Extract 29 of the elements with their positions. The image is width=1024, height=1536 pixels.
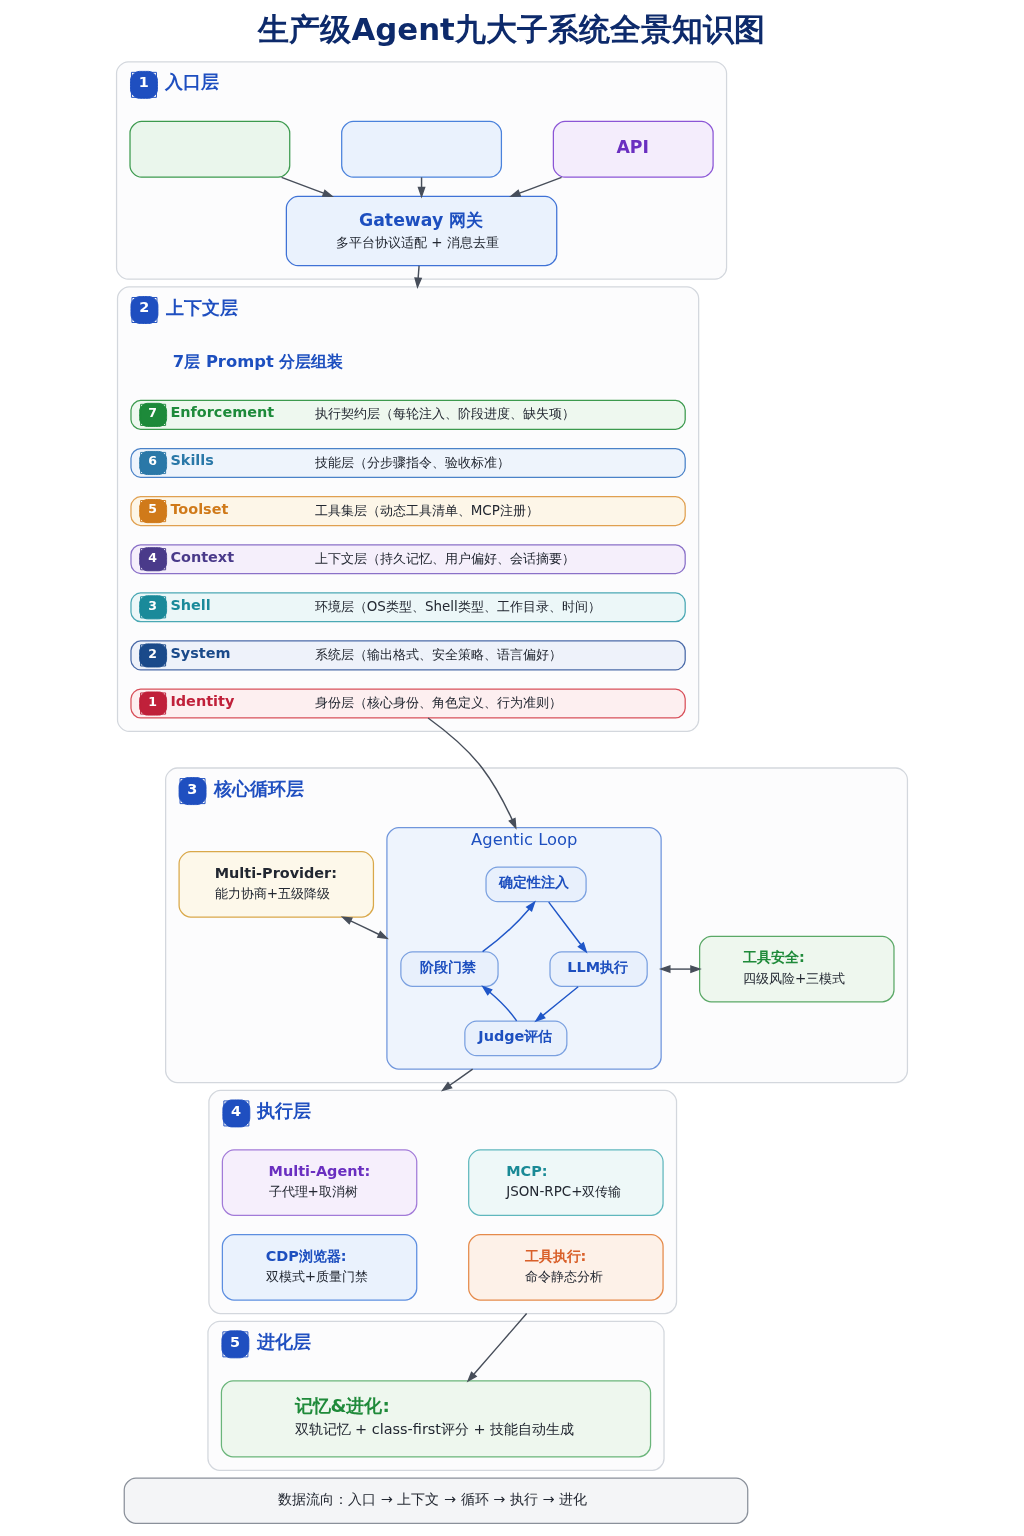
arrow [427, 717, 517, 830]
node-box: Judge评估 [464, 1020, 568, 1057]
arrow [534, 986, 579, 1023]
arrow [658, 965, 702, 974]
node-box [341, 120, 503, 178]
node-box: 数据流向：入口 → 上下文 → 循环 → 执行 → 进化 [123, 1477, 749, 1524]
arrow [280, 176, 334, 198]
node-box: 工具安全: 四级风险+三模式 [699, 935, 895, 1003]
arrow [440, 1068, 474, 1092]
node-box: API [552, 120, 714, 178]
arrow [466, 1312, 528, 1383]
arrow [481, 985, 518, 1022]
arrow [340, 916, 389, 940]
node-box: CDP浏览器: 双模式+质量门禁 [221, 1234, 418, 1301]
arrow [509, 176, 563, 198]
node-box: LLM执行 [549, 951, 648, 988]
arrow [481, 900, 536, 953]
node-box: Multi-Agent: 子代理+取消树 [221, 1149, 418, 1217]
node-box: 记忆&进化: 双轨记忆 + class-first评分 + 技能自动生成 [220, 1380, 652, 1458]
node-box: 工具执行: 命令静态分析 [468, 1234, 664, 1301]
node-box [129, 120, 291, 178]
node-box: 确定性注入 [485, 866, 587, 903]
diagram-title: 生产级Agent九大子系统全景知识图 [258, 11, 765, 48]
label: 7层 Prompt 分层组装 [172, 351, 344, 371]
arrow [548, 901, 588, 954]
node-box: Gateway 网关 多平台协议适配 + 消息去重 [285, 195, 558, 267]
node-box: Multi-Provider: 能力协商+五级降级 [178, 851, 375, 918]
node-box: 阶段门禁 [400, 951, 499, 988]
node-box: MCP: JSON-RPC+双传输 [468, 1149, 664, 1217]
